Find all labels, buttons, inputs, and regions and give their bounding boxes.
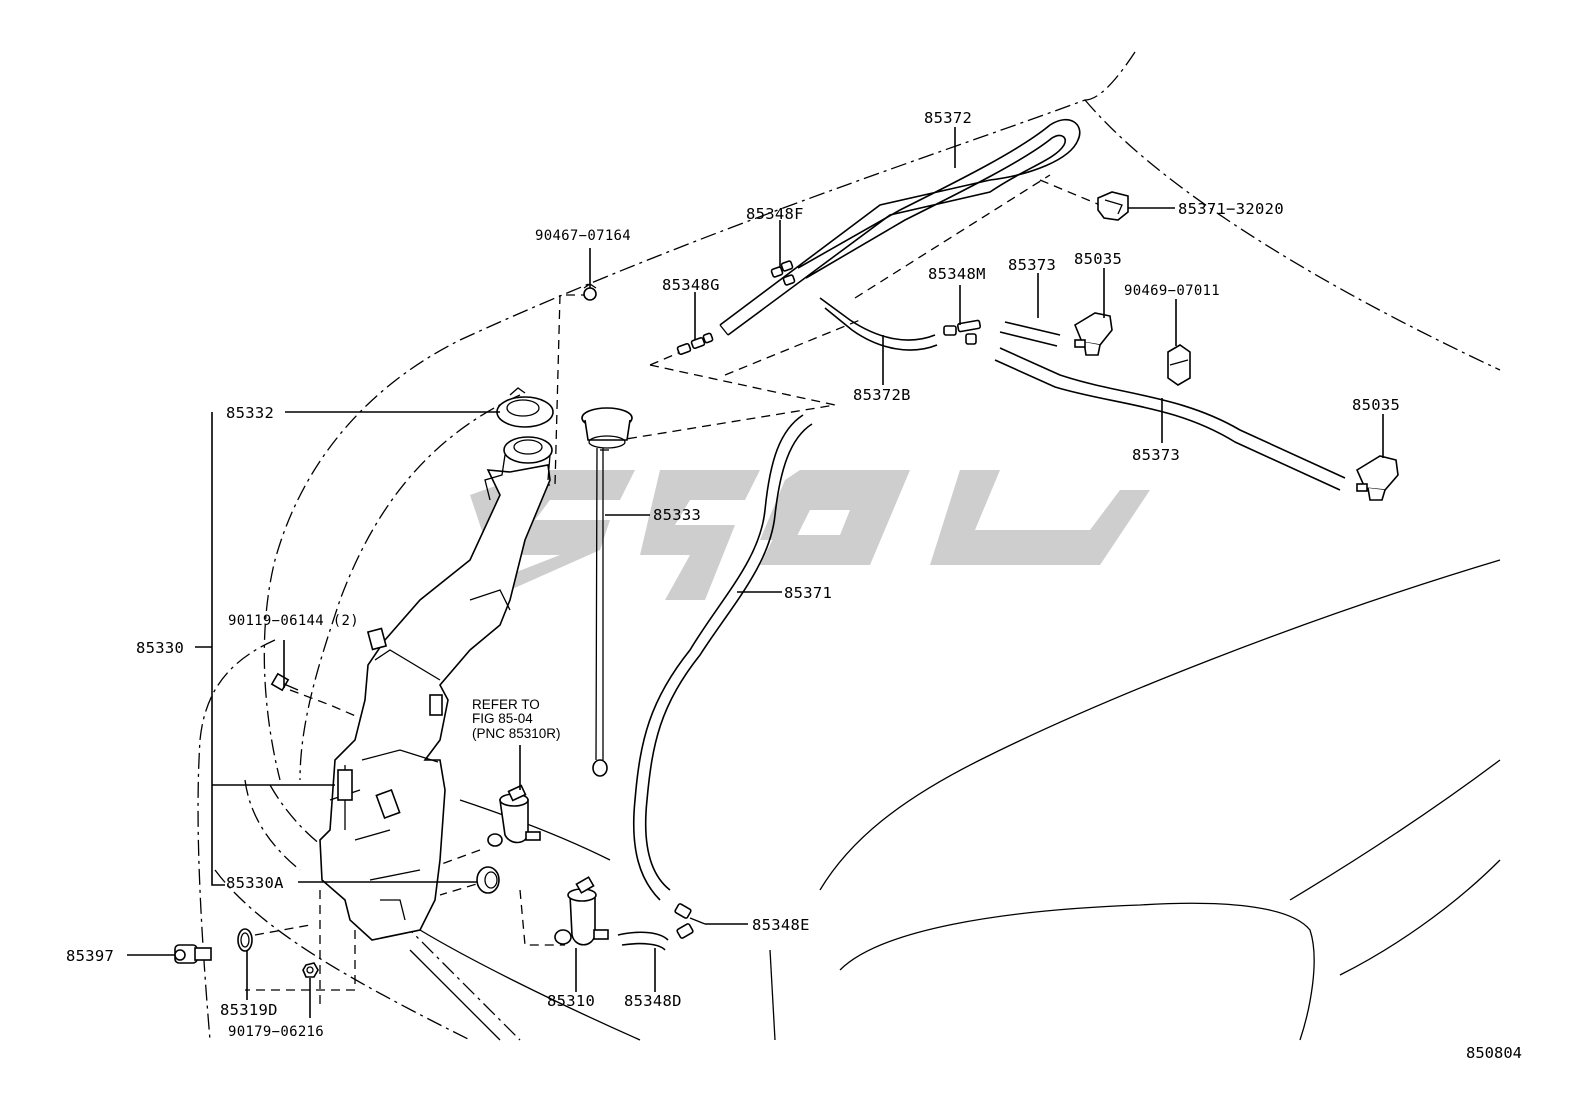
label-85348g: 85348G (662, 276, 720, 294)
label-85348d: 85348D (624, 992, 682, 1010)
washer-nozzle-upper (1073, 312, 1113, 356)
o-ring (237, 928, 253, 952)
reference-note: REFER TO FIG 85-04 (PNC 85310R) (472, 697, 561, 741)
callout-labels: 85372 85371−32020 85348F 90467−07164 853… (66, 109, 1400, 1040)
hose-85373-short (999, 321, 1061, 347)
bolt (270, 672, 299, 692)
connector-85348g (676, 332, 714, 356)
level-gauge (581, 407, 633, 777)
label-85332: 85332 (226, 404, 274, 422)
label-85373-lower: 85373 (1132, 446, 1180, 464)
washer-reservoir (319, 464, 551, 941)
filler-neck (484, 436, 553, 501)
reference-note-line2: FIG 85-04 (472, 711, 533, 726)
label-85310: 85310 (547, 992, 595, 1010)
washer-nozzle-lower (1355, 455, 1399, 501)
hose-85372 (719, 118, 1081, 336)
hose-85372b (819, 297, 938, 351)
watermark-logo (470, 470, 1150, 600)
label-85348m: 85348M (928, 265, 986, 283)
o-ring-inner (240, 932, 250, 948)
label-85371: 85371 (784, 584, 832, 602)
connector-85348e (674, 903, 706, 939)
label-85397: 85397 (66, 947, 114, 965)
hose-clamp-90469 (1167, 344, 1191, 386)
grommet (476, 866, 500, 894)
label-85371-32020: 85371−32020 (1178, 200, 1284, 218)
washer-pump-upper (487, 784, 541, 847)
nut (302, 962, 319, 978)
filler-cap (496, 387, 554, 428)
label-85330: 85330 (136, 639, 184, 657)
label-90119-06144: 90119−06144 (2) (228, 613, 359, 629)
label-85372b: 85372B (853, 386, 911, 404)
label-90179-06216: 90179−06216 (228, 1024, 324, 1040)
level-sensor (174, 944, 212, 964)
label-85330a: 85330A (226, 874, 284, 892)
hose-85371 (632, 414, 813, 901)
label-85333: 85333 (653, 506, 701, 524)
label-85372: 85372 (924, 109, 972, 127)
reference-note-line3: (PNC 85310R) (472, 726, 561, 741)
fender-lines (409, 559, 1501, 1041)
washer-pump-lower (554, 876, 609, 946)
label-85035-lower: 85035 (1352, 396, 1400, 414)
label-90467-07164: 90467−07164 (535, 228, 631, 244)
hose-85373-long (994, 347, 1346, 491)
label-85319d: 85319D (220, 1001, 278, 1019)
label-85035-upper: 85035 (1074, 250, 1122, 268)
connector-85348m (943, 319, 982, 345)
hose-clip-85371 (1097, 191, 1129, 221)
label-85348e: 85348E (752, 916, 810, 934)
label-90469-07011: 90469−07011 (1124, 283, 1220, 299)
reference-note-line1: REFER TO (472, 697, 540, 712)
connector-85348f (770, 260, 796, 286)
label-85373-upper: 85373 (1008, 256, 1056, 274)
hose-85348d (617, 931, 669, 951)
figure-number: 850804 (1466, 1044, 1522, 1062)
label-85348f: 85348F (746, 205, 804, 223)
leader-lines (127, 127, 1384, 1018)
